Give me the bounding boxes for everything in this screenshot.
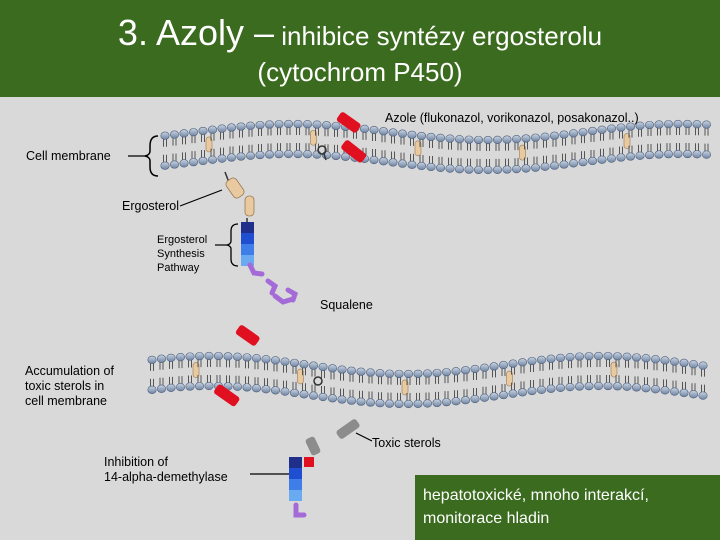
ergosterol-molecule-icon — [224, 171, 255, 217]
accumulation-label: Accumulation of toxic sterols in cell me… — [25, 364, 114, 409]
inhibition-label-line-2: 14-alpha-demethylase — [104, 470, 228, 484]
azole-label: Azole (flukonazol, vorikonazol, posakona… — [385, 111, 639, 125]
pathway-label-line-1: Ergosterol — [157, 234, 208, 246]
synthesis-pathway-icon — [241, 218, 254, 266]
pathway-label-line-2: Synthesis — [157, 248, 205, 260]
toxic-sterols-pointer — [355, 432, 373, 442]
title-banner: 3. Azoly – inhibice syntézy ergosterolu … — [0, 0, 720, 97]
pathway-brace — [226, 223, 239, 267]
note-text: hepatotoxické, mnoho interakcí, monitora… — [423, 484, 649, 530]
pathway-label: Ergosterol Synthesis Pathway — [157, 233, 207, 275]
cell-membrane-label: Cell membrane — [26, 149, 111, 163]
inhibition-label-line-1: Inhibition of — [104, 455, 168, 469]
note-line-2: monitorace hladin — [423, 510, 550, 527]
ergosterol-label: Ergosterol — [122, 199, 179, 213]
inhibited-pathway-icon — [289, 457, 314, 518]
azole-molecule-icon — [336, 112, 361, 133]
accumulation-label-line-1: Accumulation of — [25, 364, 114, 378]
squalene-molecule-icon — [247, 262, 299, 305]
title-line-2: (cytochrom P450) — [257, 57, 463, 87]
squalene-label: Squalene — [320, 298, 373, 312]
azole-in-membrane-icon — [317, 140, 367, 163]
title-line-1: 3. Azoly – inhibice syntézy ergosterolu — [0, 12, 720, 54]
toxic-sterol-icon — [305, 376, 360, 456]
toxic-sterols-label: Toxic sterols — [372, 436, 441, 450]
azole-lower-icon — [214, 325, 260, 407]
diagram-area — [0, 97, 720, 540]
note-line-1: hepatotoxické, mnoho interakcí, — [423, 487, 649, 504]
note-box: hepatotoxické, mnoho interakcí, monitora… — [415, 475, 720, 540]
inhibition-label: Inhibition of 14-alpha-demethylase — [104, 455, 228, 485]
pathway-label-line-3: Pathway — [157, 262, 200, 274]
accumulation-label-line-3: cell membrane — [25, 394, 107, 408]
ergosterol-pointer — [179, 189, 223, 207]
cell-membrane-brace — [144, 135, 159, 177]
title-main: 3. Azoly – — [117, 12, 275, 53]
accumulation-label-line-2: toxic sterols in — [25, 379, 105, 393]
cell-membrane-bottom — [147, 351, 708, 409]
cell-membrane-top — [160, 119, 711, 175]
title-subtitle: inhibice syntézy ergosterolu — [274, 21, 603, 51]
